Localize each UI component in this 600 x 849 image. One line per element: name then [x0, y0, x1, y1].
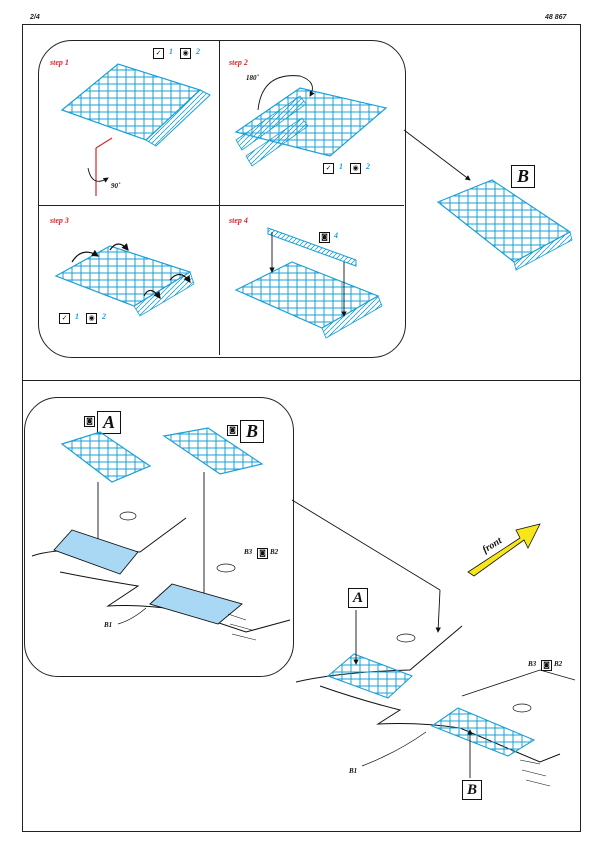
step-1-fret-drawing	[60, 63, 211, 196]
main-wing-drawing	[295, 610, 576, 787]
glue-icon: ◙	[257, 548, 268, 559]
step-1-angle: 90˚	[111, 182, 121, 190]
result-label-b: B	[511, 165, 535, 188]
step-2-label: step 2	[229, 58, 248, 67]
part-number-4: 4	[334, 231, 338, 240]
step-3-label: step 3	[50, 216, 69, 225]
result-b-drawing	[436, 179, 573, 271]
glue-icon: ◙	[541, 660, 552, 671]
page-frame	[22, 24, 581, 832]
fold-icon: ✓	[59, 313, 70, 324]
step-1-label: step 1	[50, 58, 69, 67]
main-label-a: A	[348, 588, 368, 608]
part-number-1: 1	[169, 47, 173, 56]
glue-icon: ◙	[84, 416, 95, 427]
bend-icon: ◉	[350, 163, 361, 174]
bend-icon: ◉	[86, 313, 97, 324]
main-label-b: B	[462, 780, 482, 800]
part-number-1: 1	[75, 312, 79, 321]
part-number-1: 1	[339, 162, 343, 171]
glue-icon: ◙	[319, 232, 330, 243]
detail-b-drawing	[162, 427, 264, 603]
callout-b3: B3	[528, 660, 537, 668]
detail-label-b: B	[240, 420, 264, 443]
bend-icon: ◉	[180, 48, 191, 59]
callout-b2: B2	[270, 548, 279, 556]
callout-b2: B2	[554, 660, 563, 668]
callout-b1: B1	[349, 767, 358, 775]
install-detail-panel	[24, 397, 294, 677]
part-number-2: 2	[102, 312, 106, 321]
page-number: 2/4	[30, 14, 40, 21]
callout-b1: B1	[104, 621, 113, 629]
product-code: 48 867	[545, 14, 567, 21]
step-2-angle: 180˚	[246, 74, 259, 82]
step-4-label: step 4	[229, 216, 248, 225]
step-3-fret-drawing	[54, 243, 195, 317]
step-4-fret-drawing	[234, 227, 383, 339]
part-number-2: 2	[196, 47, 200, 56]
fold-icon: ✓	[153, 48, 164, 59]
glue-icon: ◙	[227, 425, 238, 436]
front-arrow	[467, 523, 541, 577]
detail-label-a: A	[97, 411, 121, 434]
pointer-line	[291, 499, 441, 591]
part-number-2: 2	[366, 162, 370, 171]
steps-panel-vdivider	[219, 41, 220, 355]
callout-b3: B3	[244, 548, 253, 556]
steps-panel-hdivider	[39, 205, 404, 206]
fold-icon: ✓	[323, 163, 334, 174]
section-divider	[22, 380, 580, 381]
pointer-line	[403, 129, 471, 181]
pointer-line	[435, 589, 441, 633]
steps-panel	[38, 40, 406, 358]
detail-wing-drawing	[31, 511, 291, 641]
step-2-fret-drawing	[234, 75, 388, 167]
